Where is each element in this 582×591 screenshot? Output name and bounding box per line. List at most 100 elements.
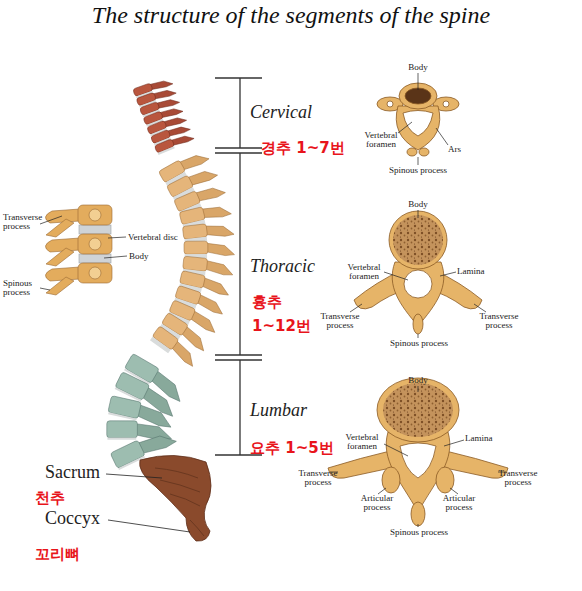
leader-line — [40, 288, 50, 290]
vertebra-process — [203, 260, 234, 276]
leader-line — [384, 444, 408, 456]
leader-line — [444, 440, 464, 446]
korean-label: 요추 1~5번 — [250, 436, 334, 460]
part-label: Body — [129, 252, 149, 261]
vertebra-body-face — [89, 267, 101, 279]
part-label: Body — [408, 200, 428, 209]
part-label: Transverse process — [473, 312, 525, 330]
transverse-process — [45, 267, 80, 281]
part-label: Transverse process — [314, 312, 366, 330]
segment-bracket — [215, 77, 262, 78]
part-label: Articular process — [353, 494, 401, 512]
part-label: Vertebral disc — [128, 233, 178, 242]
vertebra-body — [78, 263, 112, 283]
part-label: Body — [408, 376, 428, 385]
korean-label: 흉추 1~12번 — [252, 290, 314, 338]
lumbar-vertebra-section — [383, 383, 453, 437]
segment-bracket — [239, 78, 240, 148]
vertebra — [149, 326, 200, 370]
lumbar-vertebra-section — [377, 378, 459, 442]
leader-line — [330, 386, 506, 527]
vertebral-disc — [150, 337, 171, 354]
part-label: Transverse process — [492, 469, 544, 487]
sacrum-shape — [190, 520, 204, 536]
leader-line — [398, 122, 412, 133]
vertebra-body — [182, 224, 207, 240]
vertebra-body-face — [89, 238, 101, 250]
leader-line — [418, 334, 419, 338]
leader-line — [418, 524, 419, 527]
vertebra-body-face — [89, 209, 101, 221]
part-label: Ars — [448, 145, 461, 154]
leader-line — [436, 128, 448, 145]
korean-label: 천추 — [35, 486, 65, 510]
region-label: Thoracic — [250, 256, 315, 277]
thoracic-vertebra-section — [393, 215, 443, 265]
region-label: Cervical — [250, 102, 312, 123]
vertebral-disc — [107, 438, 136, 440]
leader-line — [40, 216, 62, 224]
sacrum-shape — [140, 455, 211, 541]
vertebral-disc — [79, 225, 111, 234]
segment-bracket — [215, 147, 262, 148]
vertebra-body — [108, 396, 142, 419]
leader-line — [40, 216, 127, 290]
spine-guide — [150, 82, 175, 147]
thoracic-vertebra-section — [404, 270, 432, 298]
cervical-vertebra-section — [387, 101, 393, 107]
korean-label: 꼬리뼈 — [35, 542, 80, 566]
region-label: Lumbar — [250, 400, 307, 421]
leader-line — [108, 520, 190, 532]
leader-line — [350, 304, 362, 312]
leader-line — [418, 157, 419, 165]
transverse-process — [45, 238, 80, 252]
leader-line — [106, 474, 162, 478]
transverse-process — [45, 209, 80, 223]
spinal-column — [107, 76, 235, 471]
part-label: Lamina — [465, 434, 493, 443]
cervical-vertebra-section — [443, 101, 449, 107]
leader-line — [384, 272, 408, 280]
part-label: Spinous process — [390, 339, 448, 348]
segment-bracket — [215, 359, 262, 360]
part-label: Vertebral foramen — [341, 263, 387, 281]
vertebra-body — [184, 241, 208, 254]
segment-bracket — [239, 153, 240, 355]
leader-line — [106, 474, 190, 532]
vertebra-process — [203, 223, 234, 239]
spinous-process — [46, 277, 74, 295]
leader-line — [418, 386, 419, 392]
spinous-process — [46, 248, 74, 266]
vertebra — [184, 241, 234, 259]
leader-line — [440, 272, 456, 276]
vertebra — [154, 131, 194, 155]
diagram-title: The structure of the segments of the spi… — [0, 2, 582, 29]
vertebra-body — [78, 234, 112, 254]
vertebral-disc — [79, 254, 111, 263]
segment-bracket — [215, 354, 262, 355]
part-label: Transverse process — [292, 469, 344, 487]
part-label: Spinous process — [3, 279, 47, 297]
segment-bracket — [215, 152, 262, 153]
leader-line — [104, 256, 127, 258]
cervical-vertebra-section — [405, 88, 431, 104]
vertebra-body — [78, 205, 112, 225]
spine-guide — [170, 158, 208, 352]
leader-line — [474, 304, 486, 312]
region-label: Sacrum — [45, 462, 100, 483]
cervical-vertebra-section — [396, 106, 440, 150]
cervical-vertebra-section — [419, 148, 429, 156]
part-label: Vertebral foramen — [358, 131, 404, 149]
vertebra-body — [107, 421, 138, 438]
thoracic-vertebra-section — [413, 314, 423, 334]
region-label: Coccyx — [45, 508, 100, 529]
lumbar-vertebra-section — [411, 502, 425, 526]
part-label: Transverse process — [3, 213, 47, 231]
part-label: Spinous process — [390, 528, 448, 537]
spine-guide — [137, 368, 160, 456]
leader-line — [108, 237, 126, 238]
korean-label: 경추 1~7번 — [261, 136, 345, 160]
